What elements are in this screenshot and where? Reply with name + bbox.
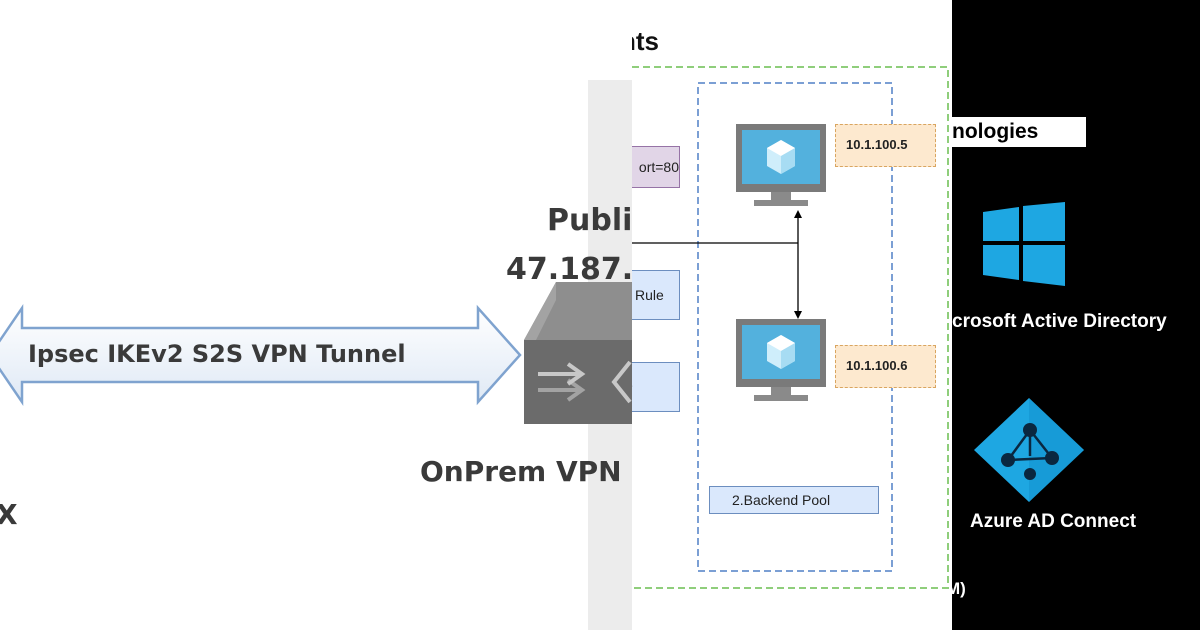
public-ip: 47.187. bbox=[506, 252, 632, 287]
arrowhead-down bbox=[794, 311, 802, 319]
windows-logo-icon bbox=[983, 202, 1065, 286]
tunnel-arrow bbox=[0, 303, 522, 407]
vm2-ip-box: 10.1.100.6 bbox=[835, 345, 936, 388]
backend-pool-box: 2.Backend Pool bbox=[709, 486, 879, 514]
vm1-ip: 10.1.100.5 bbox=[846, 137, 908, 152]
ad-connect-label: Azure AD Connect bbox=[970, 511, 1137, 532]
rule-text: Rule bbox=[635, 287, 664, 303]
active-directory-label: crosoft Active Directory bbox=[952, 311, 1167, 332]
rule-port-box: ort=80 bbox=[632, 146, 680, 188]
tunnel-label: Ipsec IKEv2 S2S VPN Tunnel bbox=[28, 340, 406, 368]
vm1-ip-box: 10.1.100.5 bbox=[835, 124, 936, 167]
vnet-boundary bbox=[632, 66, 949, 589]
heading-fragment: nts bbox=[632, 26, 659, 56]
arrowhead-up bbox=[794, 210, 802, 218]
azure-ad-connect-icon bbox=[974, 398, 1084, 502]
rule-port-text: ort=80 bbox=[638, 159, 679, 175]
edge-letter: X bbox=[0, 498, 18, 531]
vpn-panel: Publi 47.187. Ipsec IKEv2 S2S VPN Tunnel… bbox=[0, 80, 632, 630]
probe-box: e bbox=[632, 362, 680, 412]
backend-pool-label: 2.Backend Pool bbox=[732, 492, 831, 508]
vpn-gateway-icon bbox=[524, 282, 632, 424]
device-label: OnPrem VPN bbox=[420, 455, 622, 488]
public-label: Publi bbox=[547, 203, 632, 238]
lb-diagram bbox=[632, 66, 949, 589]
technologies-panel: nologies crosoft Active Directory Azure … bbox=[952, 0, 1200, 630]
vm1-monitor-icon bbox=[736, 124, 826, 206]
tech-heading: nologies bbox=[952, 120, 1039, 143]
vm2-monitor-icon bbox=[736, 319, 826, 401]
load-balancer-panel: nts bbox=[632, 0, 952, 630]
footer-fragment: M) bbox=[952, 579, 966, 598]
tech-heading-bar: nologies bbox=[952, 117, 1086, 147]
probe-text: e bbox=[632, 377, 633, 393]
rule-box: Rule bbox=[632, 270, 680, 320]
vm2-ip: 10.1.100.6 bbox=[846, 358, 908, 373]
